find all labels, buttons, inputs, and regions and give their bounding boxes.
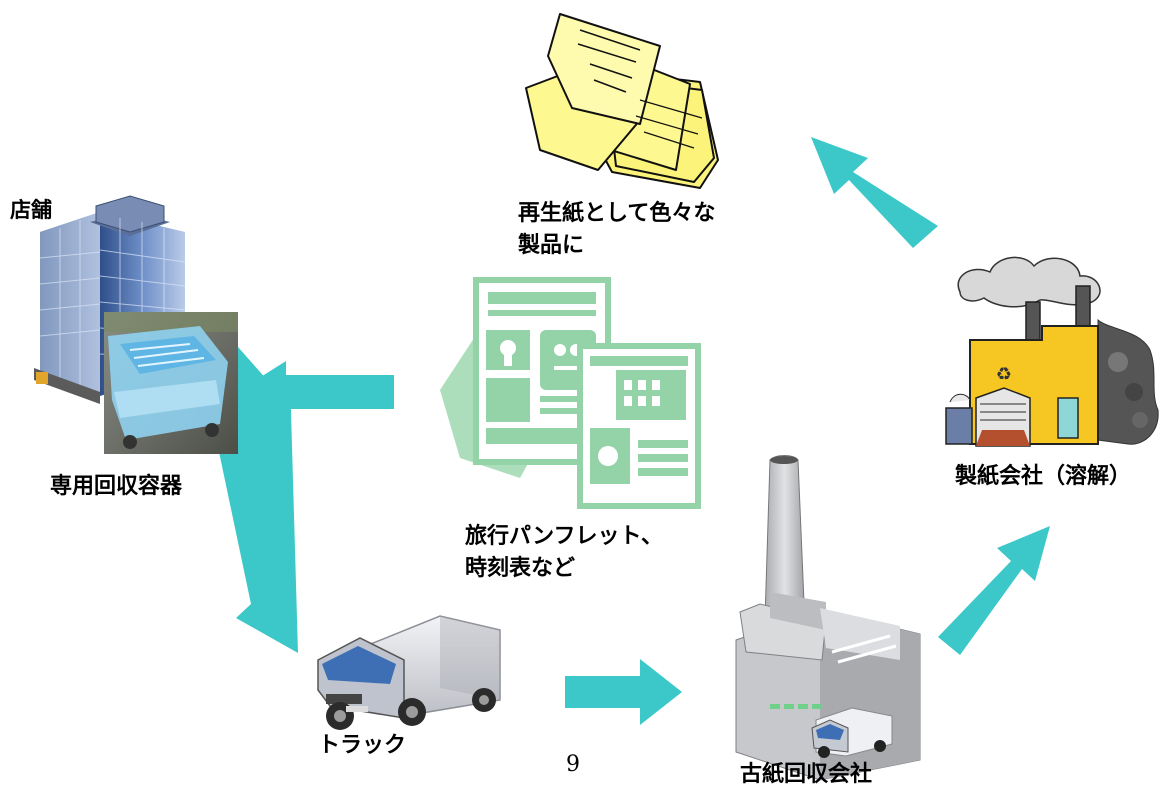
svg-text:♻: ♻ [996,364,1012,385]
pamphlet-icon [440,277,701,509]
label-pamphlets: 旅行パンフレット、 時刻表など [465,521,663,585]
label-recycled-paper-line1: 再生紙として色々な [518,201,716,226]
truck-icon [317,615,501,730]
label-paper-mill: 製紙会社（溶解） [955,464,1132,489]
waste-paper-factory-icon [735,455,921,781]
page-number: 9 [566,752,580,777]
arrow-collector-to-mill [938,526,1050,655]
label-recycled-paper-line2: 製品に [518,232,585,258]
label-pamphlets-line2: 時刻表など [465,555,576,581]
label-truck: トラック [318,733,407,758]
label-collection-container: 専用回収容器 [50,474,183,499]
paper-mill-icon: ♻ [945,256,1159,447]
label-pamphlets-line1: 旅行パンフレット、 [465,524,664,549]
label-store: 店舗 [10,198,52,222]
label-waste-paper-company: 古紙回収会社 [740,762,873,787]
arrow-mill-to-recycled-paper [811,137,938,248]
arrow-truck-to-collector [565,659,682,725]
paper-stack-icon [525,13,719,189]
label-recycled-paper: 再生紙として色々な 製品に [518,198,715,262]
recycling-bin-photo [104,312,238,454]
